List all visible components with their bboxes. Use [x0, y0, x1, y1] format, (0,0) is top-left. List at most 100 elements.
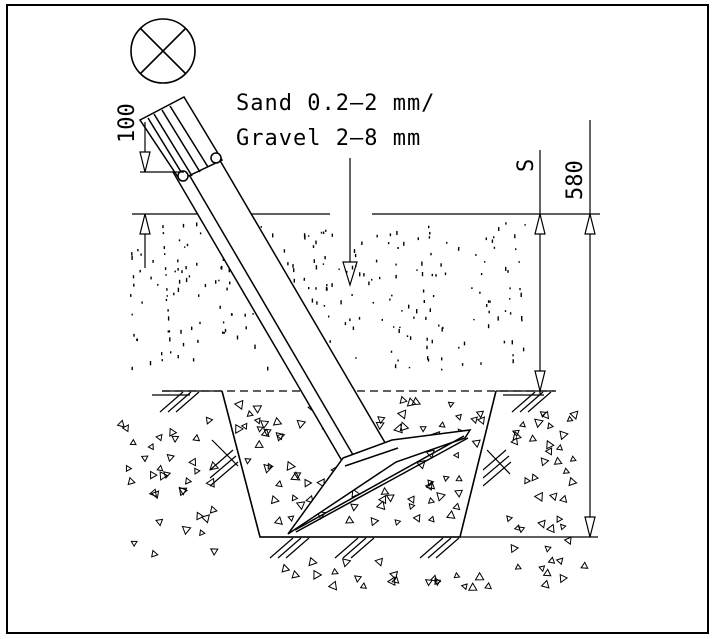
gravel-stone	[546, 439, 555, 450]
gravel-stone	[116, 419, 125, 428]
sand-dot	[166, 288, 168, 291]
sand-dot	[131, 252, 133, 256]
sand-dot	[186, 243, 189, 247]
gravel-stone	[308, 556, 318, 567]
gravel-stone	[569, 455, 577, 462]
gravel-stone	[377, 416, 386, 425]
sand-dot	[403, 241, 405, 246]
sand-dot	[199, 321, 201, 325]
sand-dot	[440, 263, 442, 267]
gravel-stone	[281, 563, 291, 573]
sand-dot	[166, 295, 168, 297]
gravel-stone	[166, 453, 176, 463]
sand-dot	[185, 277, 188, 283]
gravel-stone	[263, 428, 272, 437]
sand-dot	[178, 279, 181, 284]
sand-dot	[471, 287, 473, 289]
sand-dot	[222, 321, 225, 324]
sand-dot	[267, 366, 269, 371]
sand-dot	[164, 267, 167, 270]
sand-dot	[215, 280, 217, 284]
sand-dot	[432, 295, 435, 298]
sand-dot	[429, 308, 431, 312]
gravel-stone	[460, 583, 468, 591]
sand-dot	[479, 291, 481, 294]
gravel-stone	[327, 580, 338, 591]
gravel-stone	[316, 478, 325, 488]
gravel-stone	[199, 529, 206, 537]
sand-dot	[316, 301, 318, 305]
gravel-stone	[341, 558, 352, 568]
sand-dot	[409, 336, 412, 340]
gravel-stone	[155, 518, 164, 527]
sand-dot	[426, 337, 428, 341]
gravel-stone	[130, 540, 138, 548]
sand-dot	[331, 283, 333, 287]
sand-dot	[416, 309, 418, 314]
gravel-stone	[534, 418, 544, 429]
sand-dot	[315, 265, 318, 270]
sand-dot	[435, 274, 437, 277]
sand-dot	[389, 233, 392, 237]
sand-dot	[524, 224, 526, 226]
sand-dot	[423, 300, 425, 303]
gravel-stone	[556, 515, 564, 524]
sand-dot	[485, 237, 487, 241]
sand-dot	[192, 358, 195, 362]
sand-dot	[338, 268, 340, 271]
gravel-stone	[455, 474, 463, 482]
sand-dot	[303, 277, 305, 281]
gravel-stone	[155, 433, 163, 442]
gravel-stone	[205, 416, 214, 425]
gravel-stone	[555, 443, 564, 451]
sand-dot	[174, 270, 176, 273]
sand-dot	[245, 326, 247, 330]
sand-dot	[325, 229, 327, 232]
gravel-stone	[389, 570, 399, 580]
gravel-stone	[474, 571, 485, 581]
gravel-stone	[471, 439, 481, 449]
gravel-stone	[524, 476, 532, 485]
gravel-stone	[548, 492, 558, 502]
gravel-stone	[275, 431, 286, 442]
sand-dot	[399, 326, 401, 329]
sand-dot	[315, 240, 317, 245]
sand-dot	[401, 310, 403, 312]
sand-dot	[521, 319, 523, 322]
sand-dot	[169, 337, 171, 342]
sand-dot	[303, 233, 306, 238]
gravel-stone	[427, 515, 435, 523]
sand-dot	[394, 364, 397, 369]
gravel-stone	[291, 494, 299, 502]
sand-dot	[222, 331, 224, 334]
sand-dot	[512, 354, 514, 357]
gravel-stone	[275, 479, 283, 488]
sand-dot	[413, 316, 415, 319]
sand-dot	[132, 275, 135, 279]
sand-dot	[252, 313, 254, 315]
sand-dot	[431, 339, 433, 344]
sand-dot	[165, 298, 168, 301]
gravel-stone	[544, 545, 552, 553]
sand-dot	[351, 265, 354, 270]
sand-dot	[133, 283, 135, 287]
gravel-stone	[290, 471, 301, 481]
gravel-stone	[181, 525, 192, 536]
sand-dot	[324, 256, 326, 260]
sand-dot	[503, 340, 506, 344]
sand-dot	[416, 269, 418, 271]
sand-dot	[182, 223, 185, 228]
sand-dot	[346, 270, 348, 273]
sand-dot	[379, 276, 381, 280]
sand-dot	[486, 304, 488, 307]
sand-dot	[397, 247, 399, 249]
gravel-stone	[566, 415, 574, 422]
sand-dot	[457, 248, 460, 251]
sand-dot	[231, 313, 233, 316]
sand-dot	[133, 333, 135, 337]
sand-dot	[376, 234, 378, 238]
sand-dot	[353, 249, 356, 253]
sand-dot	[363, 273, 365, 277]
sand-dot	[511, 340, 513, 345]
gravel-stone	[246, 409, 254, 418]
